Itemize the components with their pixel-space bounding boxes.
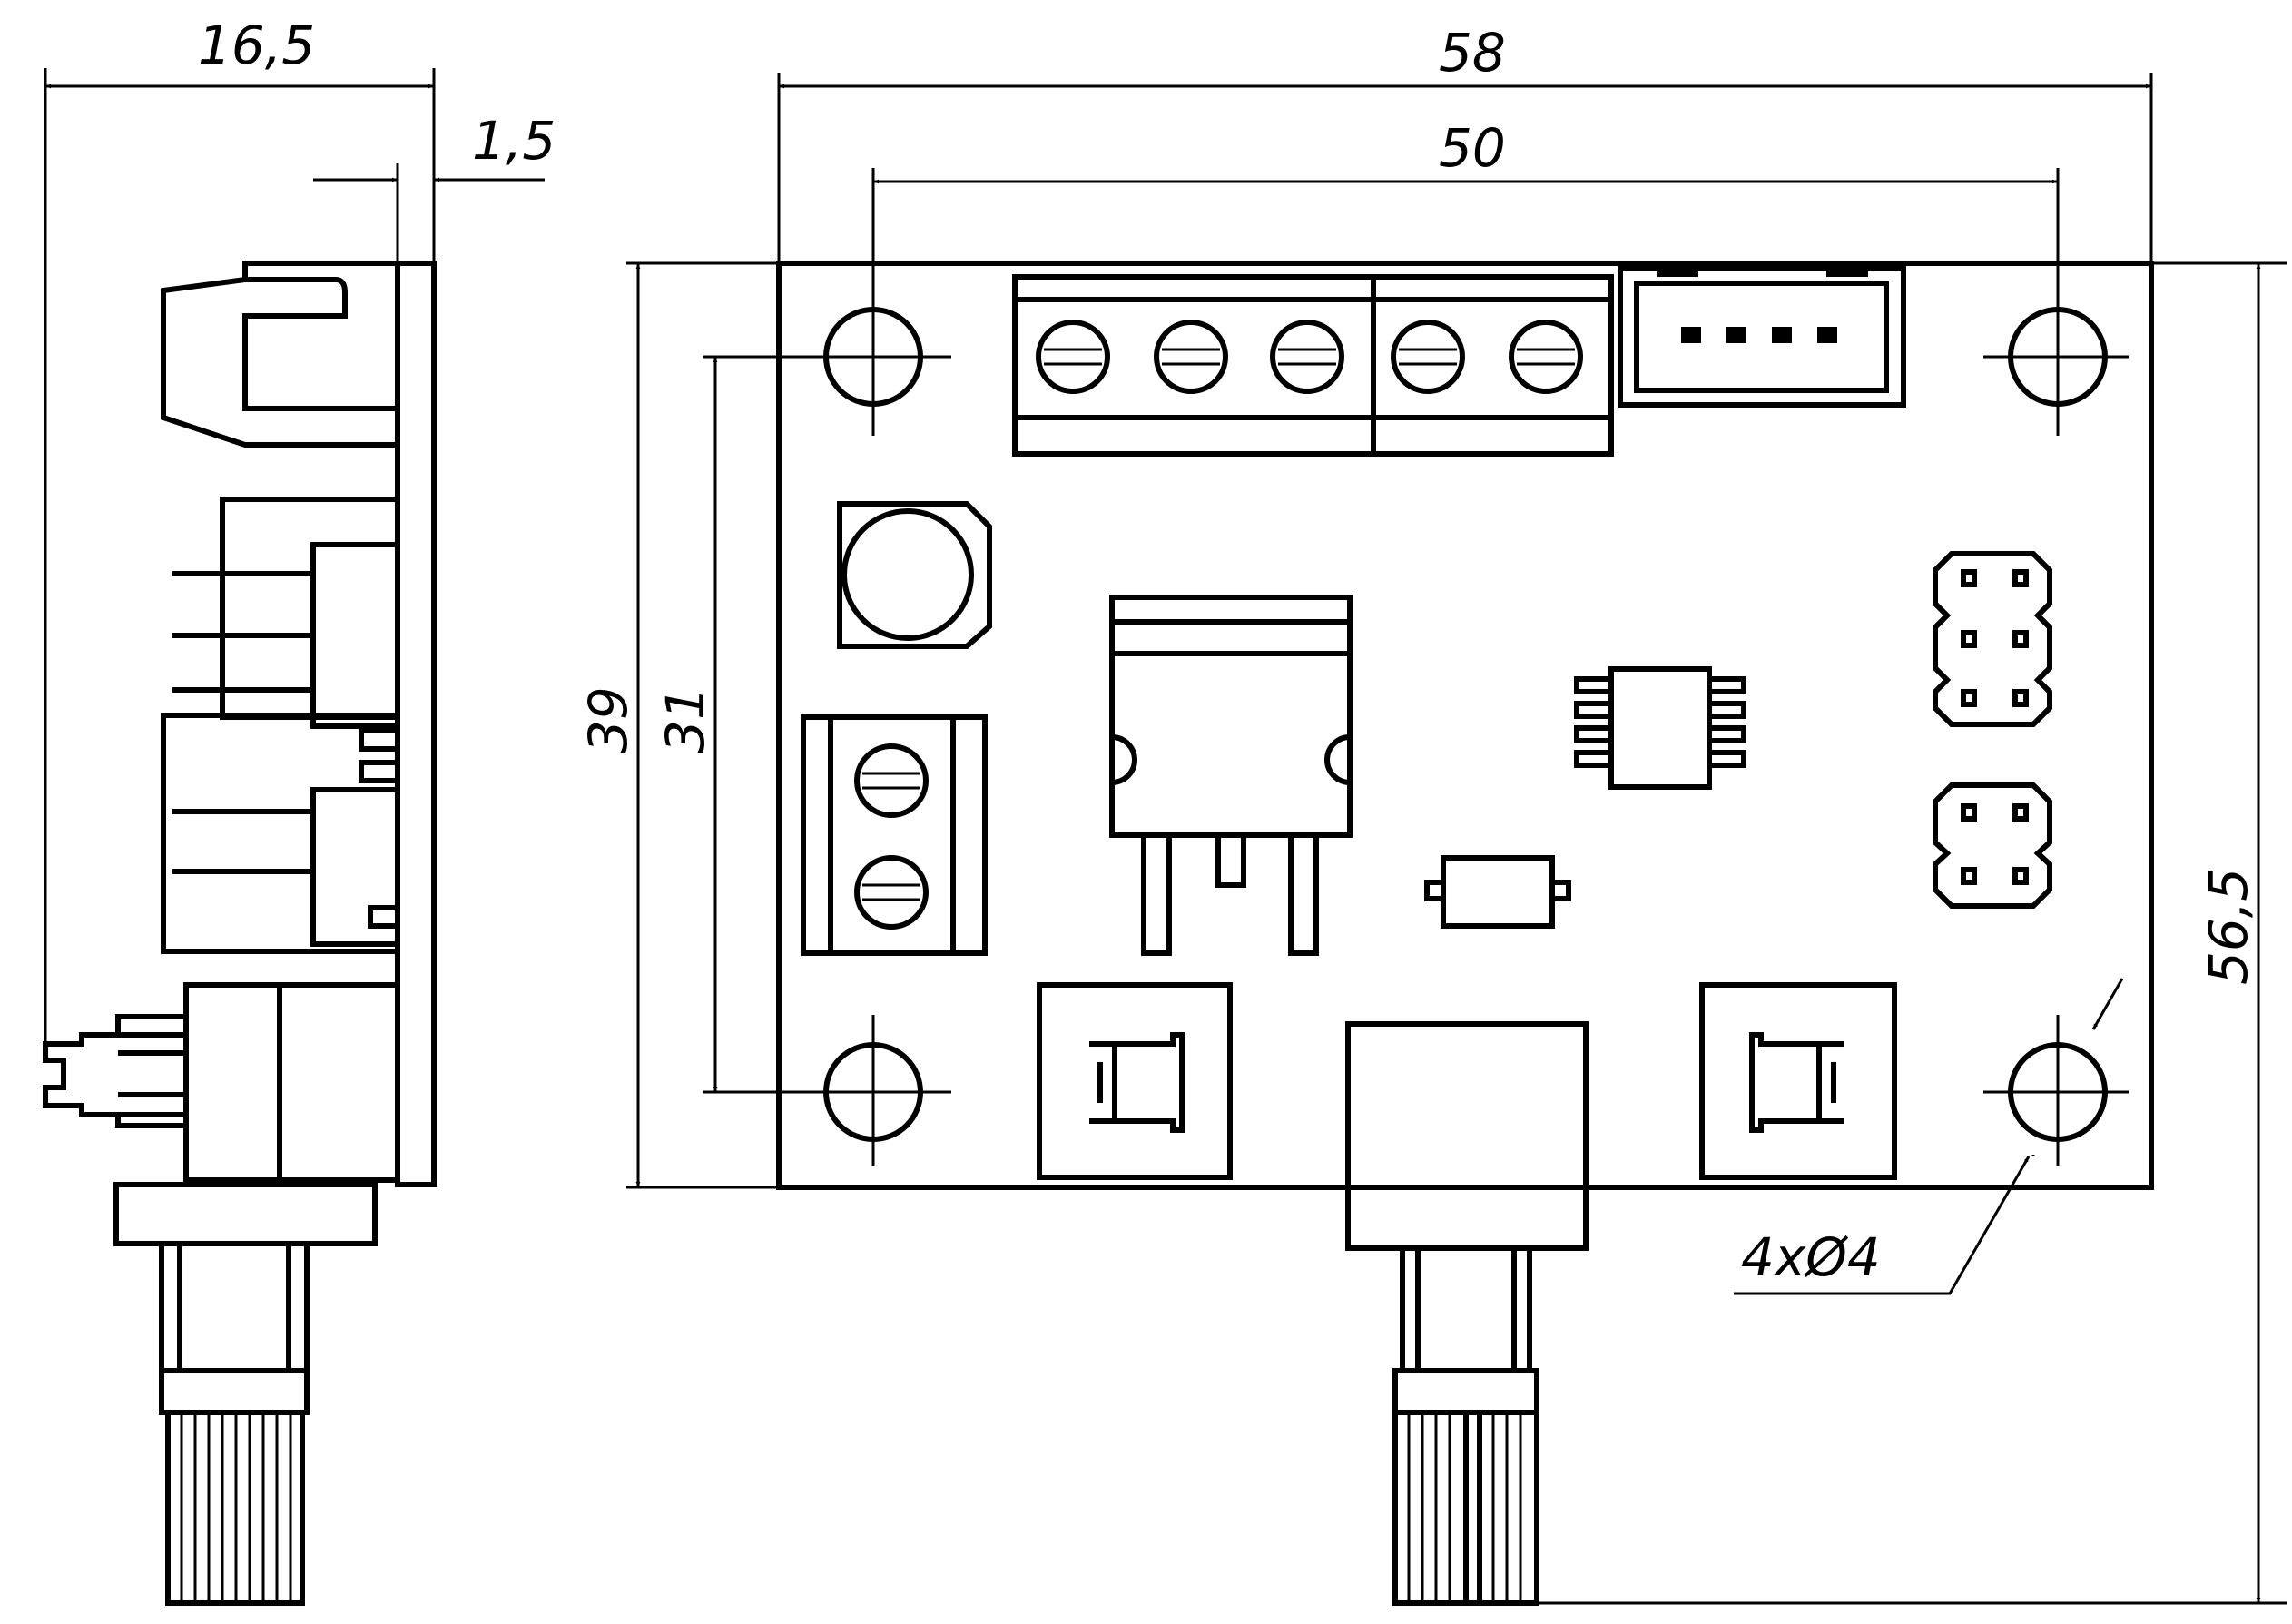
dim-board-width: 58 (1439, 22, 1506, 84)
push-button-left (1037, 982, 1233, 1180)
dim-board-height: 39 (577, 686, 639, 753)
side-view: 16,5 1,5 (43, 15, 556, 1606)
side-pot-body (183, 982, 400, 1183)
mounting-hole-tr (1983, 295, 2129, 436)
mounting-hole-bl (803, 1015, 951, 1166)
power-transistor (1109, 595, 1353, 956)
dim-side-depth: 16,5 (198, 15, 315, 76)
side-pot-shaft (159, 1241, 310, 1373)
terminal-block-5pos (1012, 274, 1614, 457)
mounting-hole-br (1983, 1015, 2129, 1166)
side-left-connector (43, 1014, 186, 1128)
front-view: 58 50 39 31 56,5 4xØ4 (577, 22, 2287, 1606)
smd-diode (1424, 855, 1571, 929)
push-button-right (1699, 982, 1897, 1180)
side-terminal-block (161, 261, 398, 448)
four-pin-connector (1618, 261, 1906, 408)
side-connector-body (220, 497, 400, 720)
side-pcb (395, 261, 437, 1187)
capacitor (837, 501, 992, 649)
dim-hole-spacing-v: 31 (654, 686, 716, 753)
dim-hole-spacing-h: 50 (1439, 117, 1506, 179)
mounting-hole-tl (808, 295, 951, 436)
pin-header-2x3 (1933, 551, 2052, 727)
terminal-block-2pos (801, 714, 988, 956)
dim-total-height: 56,5 (2198, 868, 2259, 985)
side-pot-base (113, 1182, 378, 1246)
dim-mounting-holes: 4xØ4 (1741, 1226, 1881, 1288)
pin-header-2x2 (1933, 782, 2052, 909)
potentiometer (1345, 1021, 1589, 1606)
ic-chip (1574, 666, 1746, 790)
dim-board-thickness: 1,5 (472, 110, 556, 172)
